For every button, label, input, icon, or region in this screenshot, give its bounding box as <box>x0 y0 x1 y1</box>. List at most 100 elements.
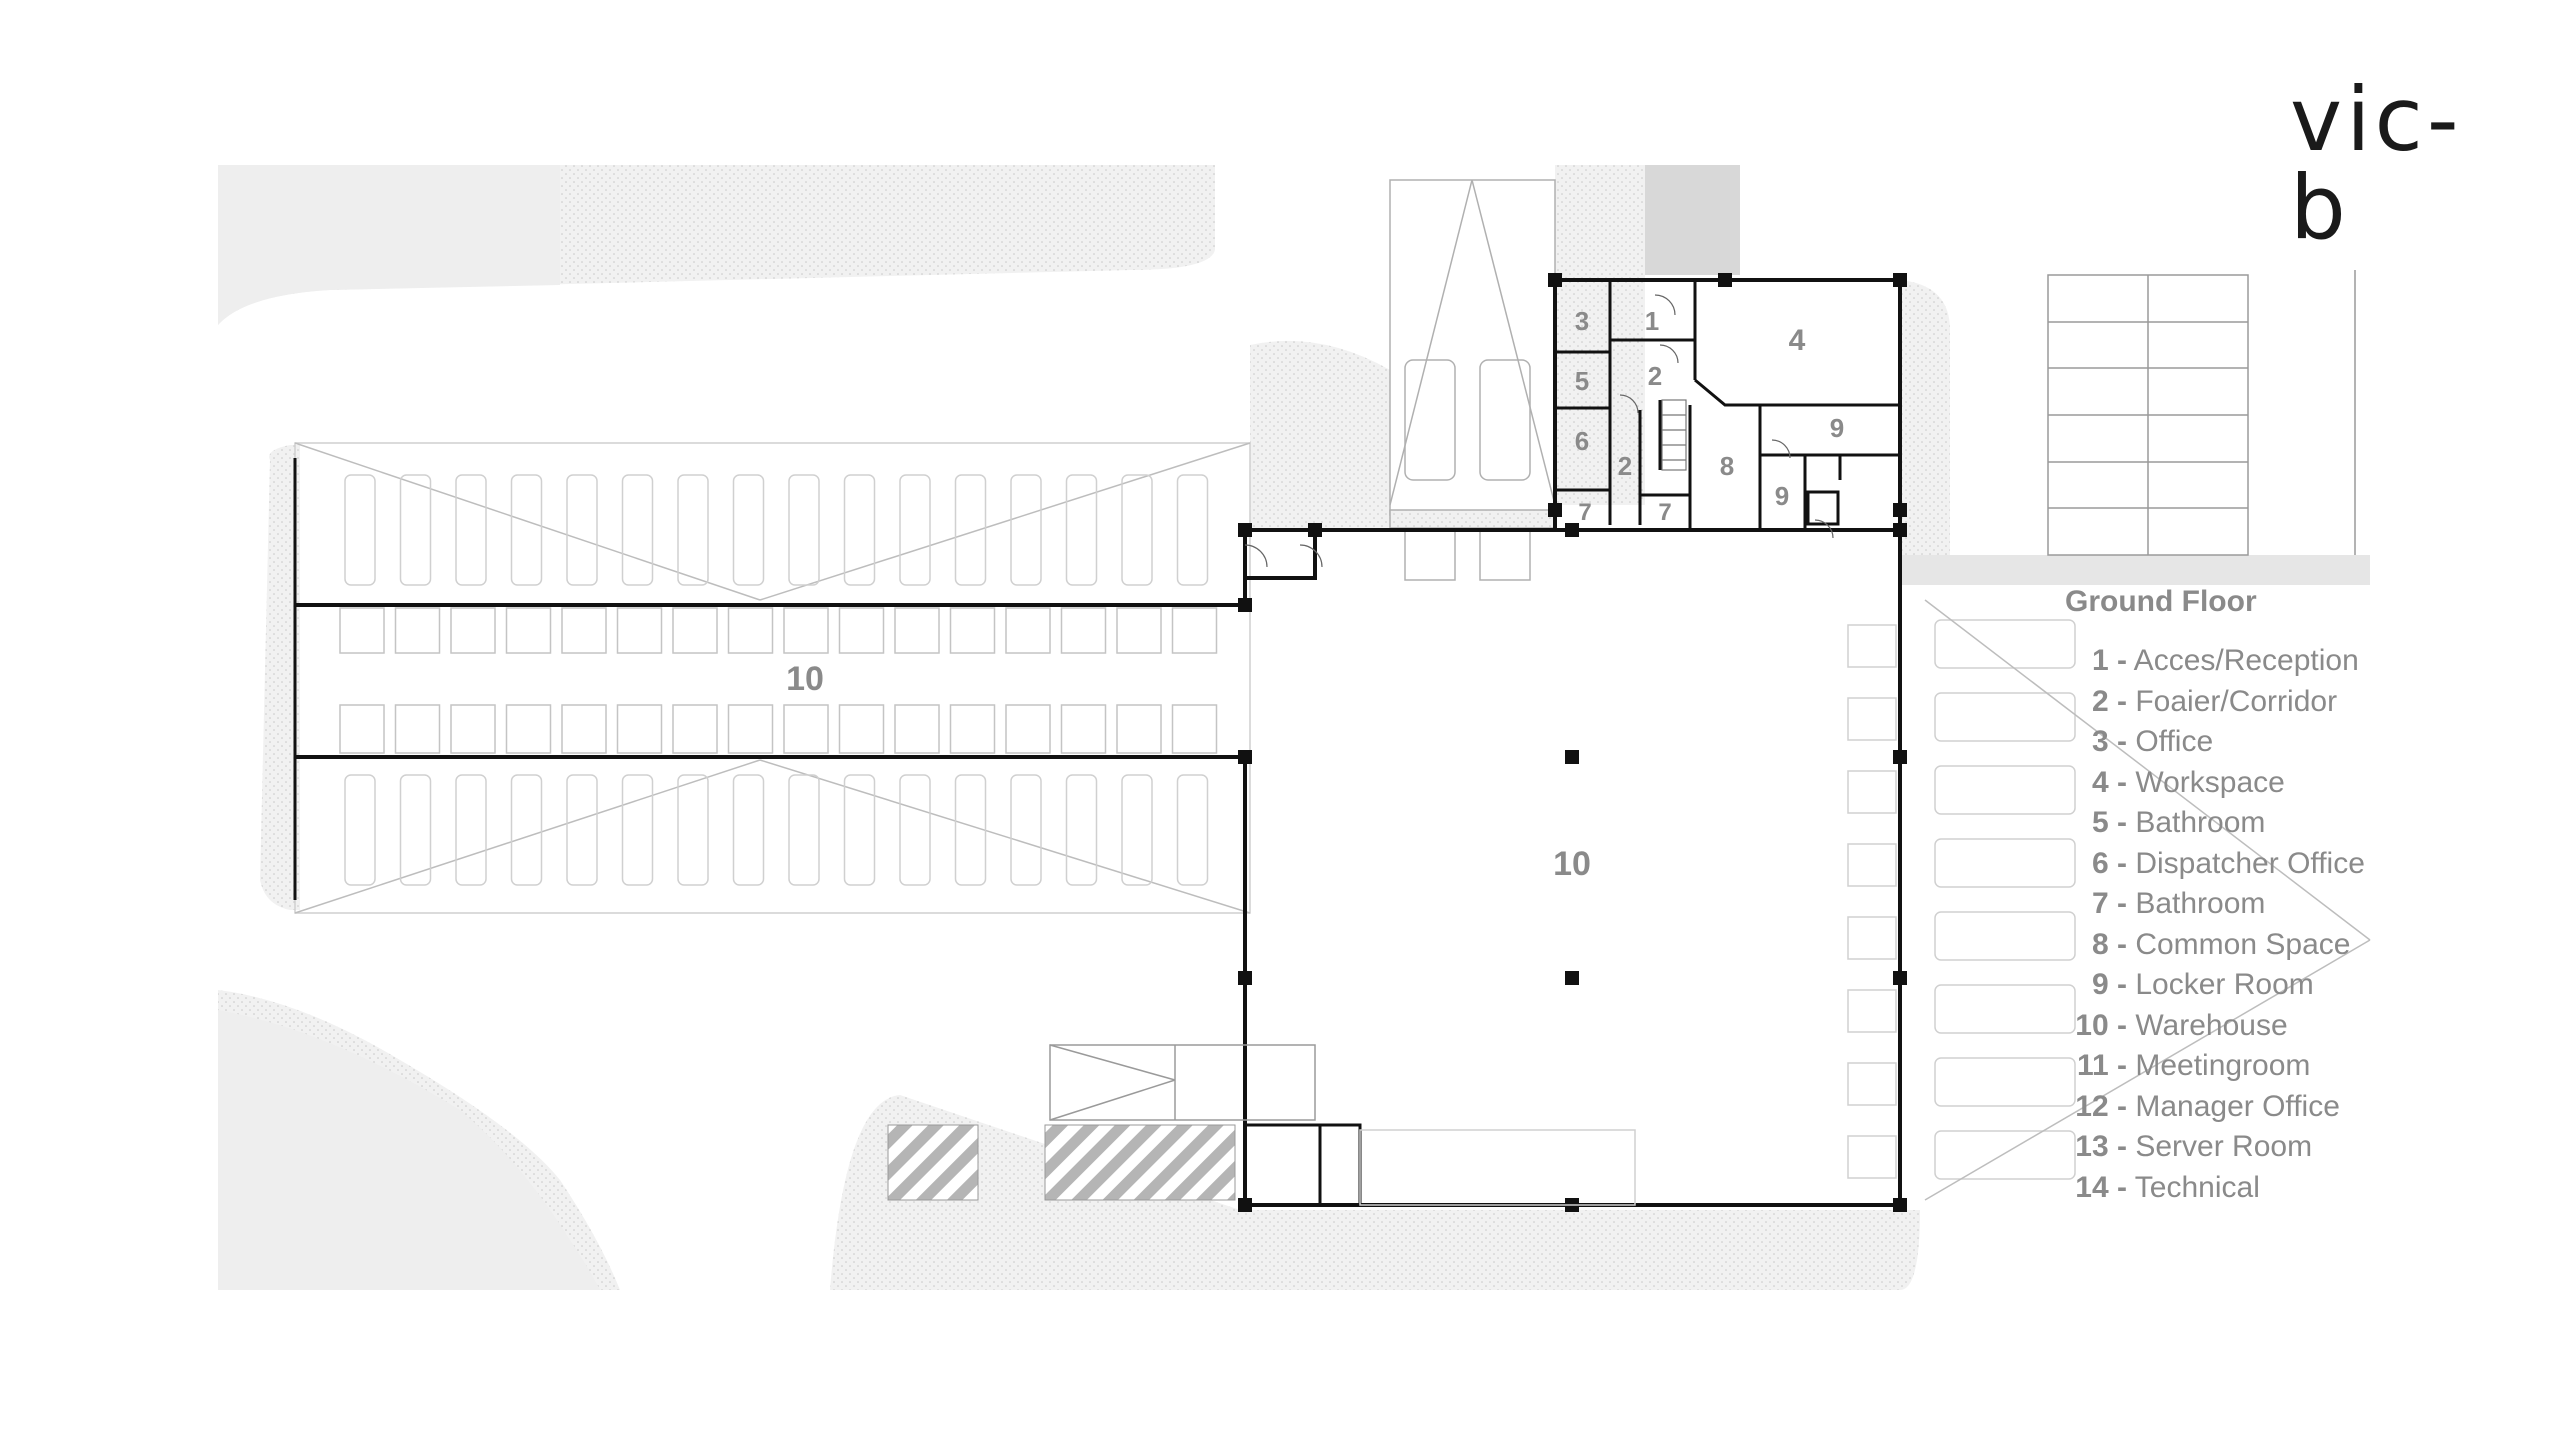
dock-bay <box>1847 916 1897 960</box>
doors <box>1244 294 1834 568</box>
legend-item: 13 - Server Room <box>2065 1127 2395 1168</box>
legend-item-number: 1 - <box>2091 644 2127 677</box>
dock-bay <box>1847 843 1897 887</box>
legend-item-label: Manager Office <box>2127 1089 2340 1123</box>
dock-bay <box>394 704 441 754</box>
truck-outline <box>621 474 654 586</box>
legend-item-number: 7 - <box>2091 887 2127 920</box>
legend-item-number: 13 - <box>2075 1130 2127 1163</box>
legend-item-label: Workspace <box>2127 765 2285 799</box>
room-label-10-docks: 10 <box>786 660 824 698</box>
legend-item-number: 6 - <box>2091 846 2127 880</box>
legend-item: 9 - Locker Room <box>2065 965 2395 1006</box>
truck-outline <box>1010 474 1042 586</box>
dock-bay <box>949 704 996 754</box>
column <box>1718 273 1732 287</box>
dock-bay <box>450 607 496 654</box>
dock-bay <box>1847 624 1897 668</box>
column <box>1893 750 1907 764</box>
legend-item-number: 8 - <box>2091 927 2127 961</box>
dock-bay <box>561 607 607 654</box>
truck-outline <box>455 474 487 586</box>
legend-item: 3 - Office <box>2065 722 2395 763</box>
truck-outline <box>788 774 820 886</box>
dock-bay <box>1060 607 1107 654</box>
dock-bay <box>561 704 607 754</box>
truck-outline <box>899 774 931 886</box>
dock-doors <box>339 607 1218 754</box>
truck-outline <box>455 774 487 886</box>
truck-outline <box>621 774 654 886</box>
legend-item-number: 11 - <box>2076 1049 2127 1082</box>
truck-outline <box>344 474 376 586</box>
truck-outline <box>1121 774 1153 886</box>
column <box>1548 503 1562 517</box>
dock-bay <box>894 704 940 754</box>
dock-bay <box>505 607 552 654</box>
legend-item-label: Server Room <box>2127 1130 2313 1163</box>
dock-bay <box>505 704 552 754</box>
legend-item: 14 - Technical <box>2065 1168 2395 1209</box>
truck-outline <box>399 474 432 586</box>
column <box>1238 750 1252 764</box>
dock-bay <box>783 704 829 754</box>
dock-walls <box>293 458 1245 900</box>
hatched-area-1 <box>887 1124 979 1201</box>
legend-item: 7 - Bathroom <box>2065 884 2395 925</box>
dock-guide-line <box>1924 599 2371 941</box>
legend-item-label: Meetingroom <box>2127 1049 2311 1082</box>
truck-outline <box>1934 911 2076 961</box>
truck-outline <box>510 774 543 886</box>
dock-bay <box>339 607 385 654</box>
staircase <box>1661 399 1687 471</box>
parking-lot-east <box>2047 270 2356 556</box>
truck-outline <box>1176 774 1209 886</box>
office-walls <box>1555 280 1900 528</box>
column <box>1893 1198 1907 1212</box>
legend-item-label: Bathroom <box>2127 806 2266 839</box>
truck-outline <box>899 474 931 586</box>
vic-b-logo: vic-b <box>1135 40 2459 252</box>
legend-item-number: 2 - <box>2091 684 2127 718</box>
dock-bay <box>1171 704 1218 754</box>
dock-bay <box>1005 607 1051 654</box>
truck-row-lower <box>344 774 1209 886</box>
dock-bay <box>1847 989 1897 1033</box>
logo-text: vic-b <box>2290 68 2463 259</box>
truck-outline <box>1934 1057 2076 1107</box>
room-label-6: 6 <box>1575 426 1589 456</box>
truck-outline <box>732 774 765 886</box>
dock-bay <box>394 607 441 654</box>
legend-item: 2 - Foaier/Corridor <box>2065 682 2395 723</box>
legend-item-label: Locker Room <box>2127 968 2314 1001</box>
legend-item: 12 - Manager Office <box>2065 1087 2395 1128</box>
legend-item-label: Bathroom <box>2127 887 2266 920</box>
column <box>1893 971 1907 985</box>
dock-bay <box>672 607 718 654</box>
legend-item: 8 - Common Space <box>2065 925 2395 966</box>
hatched-area-2 <box>1044 1124 1236 1201</box>
column <box>1548 273 1562 287</box>
dock-bay <box>783 607 829 654</box>
truck-outline <box>1934 765 2076 815</box>
dock-bay <box>1116 607 1162 654</box>
truck-outline <box>1934 838 2076 888</box>
legend-item-number: 3 - <box>2091 725 2127 758</box>
truck-outline <box>1176 474 1209 586</box>
room-label-5: 5 <box>1575 366 1589 396</box>
column <box>1238 523 1252 537</box>
room-label-3: 3 <box>1575 306 1589 336</box>
legend-item: 6 - Dispatcher Office <box>2065 844 2395 885</box>
truck-outline <box>1121 474 1153 586</box>
dock-bay <box>1847 1135 1897 1179</box>
dock-bay <box>1005 704 1051 754</box>
truck-outline <box>954 474 987 586</box>
truck-outline <box>677 474 709 586</box>
column <box>1565 750 1579 764</box>
south-yard <box>1049 1044 1636 1206</box>
truck-outline <box>510 474 543 586</box>
legend-item-label: Office <box>2127 725 2214 758</box>
site-pavement <box>218 165 2370 1290</box>
truck-outline <box>732 474 765 586</box>
